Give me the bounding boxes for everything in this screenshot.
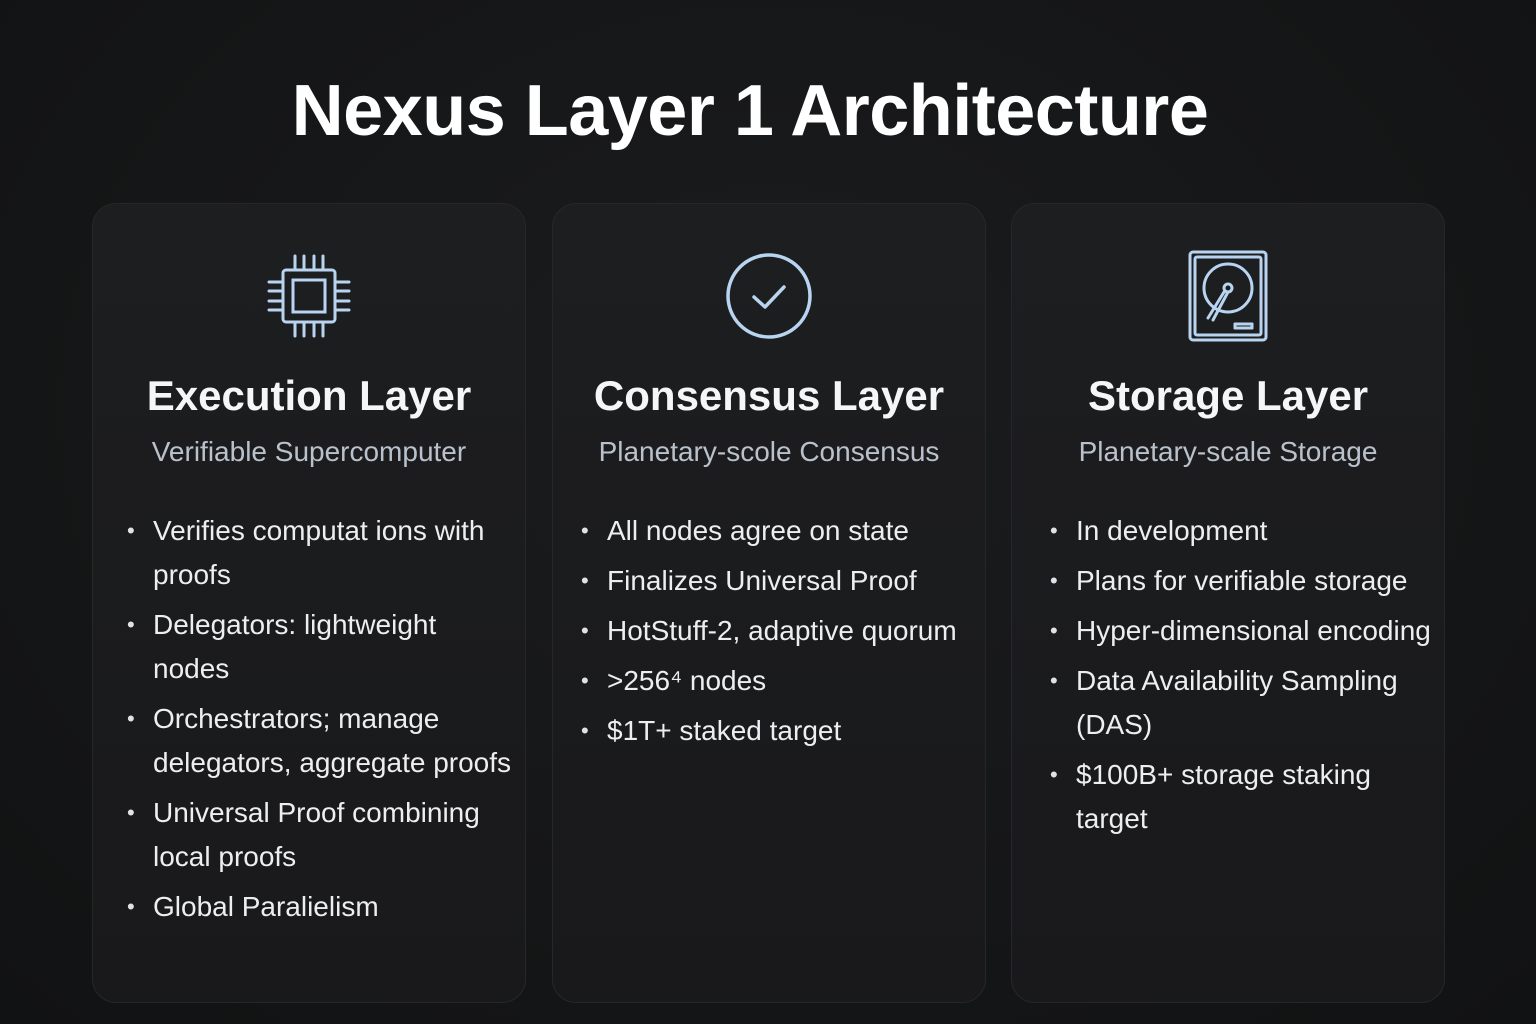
- list-item: Delegators: lightweight nodes: [125, 603, 515, 691]
- list-item: Hyper-dimensional encoding: [1048, 609, 1444, 653]
- list-item: All nodes agree on state: [579, 509, 975, 553]
- card-subtitle: Planetary-scole Consensus: [598, 436, 940, 467]
- list-item: Orchestrators; manage delegators, aggreg…: [125, 697, 515, 785]
- card-title: Consensus Layer: [593, 372, 945, 419]
- consensus-layer-card: Consensus Layer Planetary-scole Consensu…: [552, 203, 986, 1003]
- bullet-list: Verifies computat ions with proofs Deleg…: [125, 509, 515, 935]
- list-item: HotStuff-2, adaptive quorum: [579, 609, 975, 653]
- list-item: Universal Proof combining local proofs: [125, 791, 515, 879]
- page-title: Nexus Layer 1 Architecture: [291, 71, 1209, 151]
- card-title: Execution Layer: [146, 372, 472, 419]
- list-item: Finalizes Universal Proof: [579, 559, 975, 603]
- list-item: $1T+ staked target: [579, 709, 975, 753]
- card-subtitle: Planetary-scale Storage: [1078, 436, 1378, 467]
- list-item: Global Paralielism: [125, 885, 515, 929]
- list-item: Verifies computat ions with proofs: [125, 509, 515, 597]
- list-item: Data Availability Sampling (DAS): [1048, 659, 1444, 747]
- card-title: Storage Layer: [1087, 372, 1369, 419]
- storage-layer-card: Storage Layer Planetary-scale Storage In…: [1011, 203, 1445, 1003]
- list-item: Plans for verifiable storage: [1048, 559, 1444, 603]
- hard-drive-icon: [1180, 248, 1276, 344]
- bullet-list: All nodes agree on state Finalizes Unive…: [579, 509, 975, 759]
- execution-layer-card: Execution Layer Verifiable Supercomputer…: [92, 203, 526, 1003]
- card-subtitle: Verifiable Supercomputer: [151, 436, 467, 467]
- list-item: >256⁴ nodes: [579, 659, 975, 703]
- check-circle-icon: [721, 248, 817, 344]
- list-item: In development: [1048, 509, 1444, 553]
- list-item: $100B+ storage staking target: [1048, 753, 1444, 841]
- cpu-chip-icon: [261, 248, 357, 344]
- bullet-list: In development Plans for verifiable stor…: [1048, 509, 1444, 847]
